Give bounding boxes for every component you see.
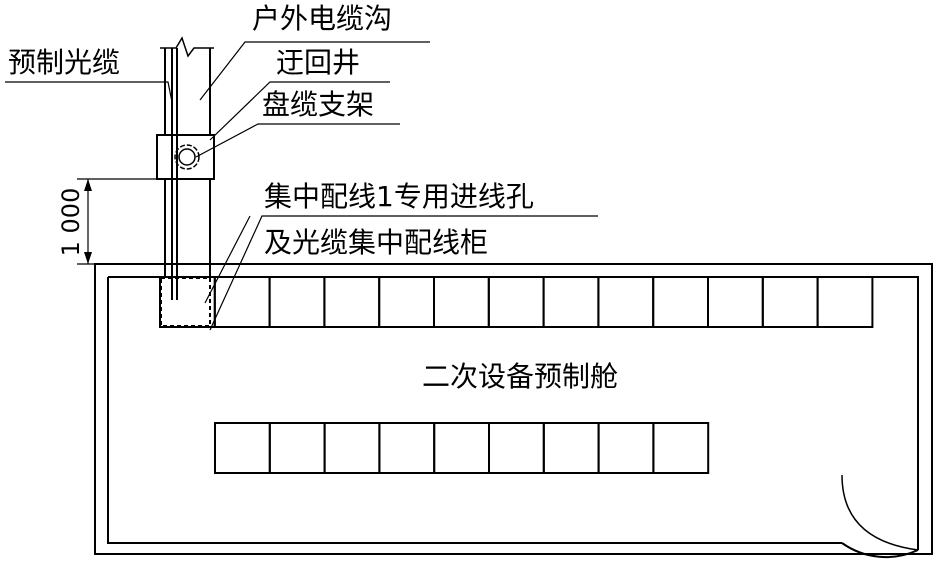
- detour-well-box: [156, 134, 215, 180]
- door: [841, 474, 919, 559]
- cabinet: [761, 276, 819, 328]
- cabinet: [268, 276, 326, 328]
- cabinet: [323, 422, 381, 474]
- dimension-1000: 1 000: [57, 178, 165, 265]
- cabinet: [816, 276, 874, 328]
- cabin-inner-wall-left: [107, 277, 842, 544]
- cabinet: [707, 276, 764, 328]
- cabinet: [268, 422, 326, 474]
- cabinet: [652, 276, 710, 328]
- top-cabinet-row: [159, 276, 874, 328]
- cabinet: [542, 276, 600, 328]
- label-detour-well: 迂回井: [276, 46, 360, 79]
- cabinet: [652, 422, 710, 474]
- cabinet: [597, 422, 655, 474]
- label-cabin-name: 二次设备预制舱: [422, 360, 618, 393]
- cabin-outer-wall: [94, 263, 933, 555]
- cabinet: [214, 422, 271, 474]
- coil-bracket-icon: [174, 144, 200, 170]
- cabinet: [159, 276, 216, 328]
- centralized-wiring-cabinet: [160, 277, 211, 327]
- prefab-optical-cable: [171, 48, 178, 300]
- label-entry-hole-line2: 及光缆集中配线柜: [264, 226, 488, 259]
- cabinet: [433, 276, 490, 328]
- cabinet: [378, 276, 436, 328]
- cabinet: [488, 422, 545, 474]
- cabinet: [433, 422, 491, 474]
- dimension-label: 1 000: [57, 188, 85, 257]
- cabinet: [487, 276, 545, 328]
- cabinet: [378, 422, 436, 474]
- leader-lines: [5, 41, 598, 331]
- cabinet: [323, 276, 381, 328]
- cable-trench: [160, 36, 214, 277]
- cabinet: [597, 276, 655, 328]
- label-coil-bracket: 盘缆支架: [262, 88, 374, 121]
- label-prefab-cable: 预制光缆: [8, 46, 120, 79]
- cabinet: [542, 422, 600, 474]
- label-entry-hole-line1: 集中配线1专用进线孔: [264, 180, 534, 213]
- label-outdoor-trench: 户外电缆沟: [252, 2, 392, 35]
- bottom-cabinet-row: [214, 422, 710, 474]
